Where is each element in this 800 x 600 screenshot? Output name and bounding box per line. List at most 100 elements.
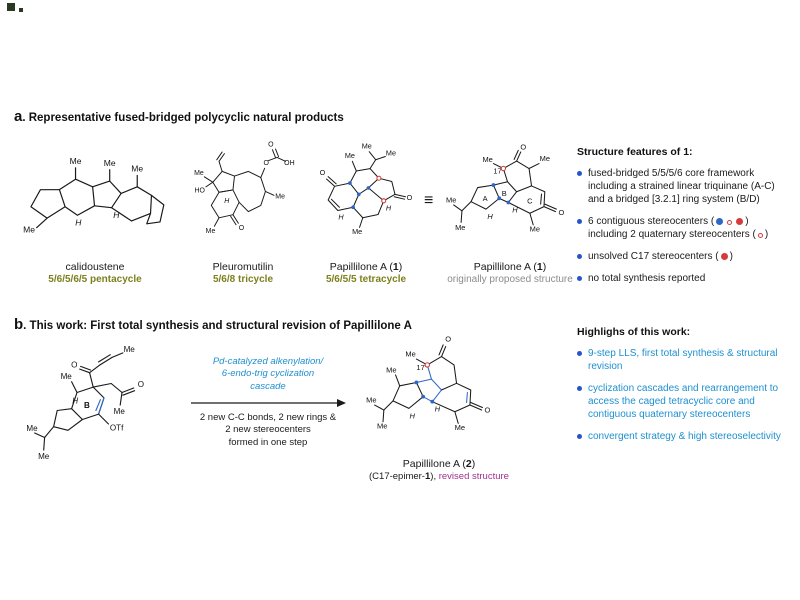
stereocenter-marker-rring [757,233,763,238]
svg-text:Me: Me [206,228,216,235]
svg-text:Me: Me [352,227,362,236]
stereocenter-markers [348,175,387,210]
svg-text:O: O [407,193,413,202]
svg-text:Me: Me [114,407,126,416]
svg-text:C: C [527,196,533,205]
svg-text:B: B [502,189,507,198]
svg-text:Me: Me [405,350,415,359]
svg-text:A: A [483,194,488,203]
bullet-text: unsolved C17 stereocenters () [588,251,733,262]
product-name: Papillilone A (2) [402,458,476,470]
svg-text:H: H [113,210,120,220]
bullet-dot-icon [577,434,582,439]
svg-text:H: H [72,396,78,405]
bullet-item: unsolved C17 stereocenters () [577,250,790,263]
stereocenter-marker-bdot [716,218,724,225]
bond-lines [326,151,406,228]
svg-text:Me: Me [61,372,73,381]
svg-text:OH: OH [284,160,294,167]
svg-text:O: O [520,142,526,151]
stereocenter-marker-rdot [720,253,728,260]
highlights-list: 9-step LLS, first total synthesis & stru… [577,347,793,443]
bullet-text: no total synthesis reported [588,273,706,284]
svg-text:H: H [487,212,493,221]
reaction-block: Pd-catalyzed alkenylation/6-endo-trig cy… [188,356,348,449]
svg-text:O: O [445,335,451,344]
svg-text:Me: Me [104,158,116,168]
svg-text:Me: Me [124,345,136,354]
svg-text:H: H [512,205,518,214]
bullet-text: fused-bridged 5/5/5/6 core framework inc… [588,168,775,205]
bond-lines [203,148,287,227]
svg-text:HO: HO [194,187,205,194]
bullet-dot-icon [577,276,582,281]
structure-name: Papillilone A (1) [329,261,403,273]
panel-a-title: a. Representative fused-bridged polycycl… [14,108,344,125]
features-box: Structure features of 1: fused-bridged 5… [577,146,790,294]
features-title: Structure features of 1: [577,146,693,158]
highlights-box: Highlighs of this work: 9-step LLS, firs… [577,326,793,452]
svg-text:Me: Me [366,396,376,405]
highlights-title: Highlighs of this work: [577,326,691,338]
bond-lines [30,167,165,229]
svg-text:H: H [410,411,416,420]
svg-text:Me: Me [386,149,396,158]
bullet-item: no total synthesis reported [577,272,790,285]
svg-text:H: H [224,198,230,205]
bullet-dot-icon [577,386,582,391]
structure-classification: originally proposed structure [447,274,573,285]
bullet-item: convergent strategy & high stereoselecti… [577,430,793,443]
bullet-dot-icon [577,351,582,356]
bullet-dot-icon [577,171,582,176]
equivalence-symbol: ≡ [424,192,434,209]
reaction-conditions: Pd-catalyzed alkenylation/6-endo-trig cy… [212,356,324,392]
svg-text:Me: Me [70,156,82,166]
bullet-dot-icon [577,219,582,224]
svg-text:Me: Me [26,424,38,433]
features-list: fused-bridged 5/5/5/6 core framework inc… [577,167,790,285]
svg-text:Me: Me [530,224,540,233]
bullet-text: cyclization cascades and rearrangement t… [588,383,779,420]
corner-mark [7,3,15,11]
svg-text:H: H [435,405,441,414]
svg-text:Me: Me [275,193,285,200]
svg-text:17: 17 [416,363,424,372]
reaction-details: 2 new C-C bonds, 2 new rings &2 new ster… [199,412,337,448]
svg-text:H: H [386,203,392,212]
svg-text:O: O [138,380,144,389]
bullet-item: cyclization cascades and rearrangement t… [577,382,793,421]
svg-text:Me: Me [194,170,204,177]
bond-lines [34,352,136,451]
svg-text:Me: Me [131,164,143,174]
bullet-item: fused-bridged 5/5/5/6 core framework inc… [577,167,790,206]
stereocenter-markers [414,362,435,404]
svg-text:O: O [263,160,269,167]
structure-classification: 5/6/5/5 tetracycle [325,274,407,285]
panel-b-title: b. This work: First total synthesis and … [14,316,412,333]
svg-text:O: O [71,360,77,369]
svg-text:H: H [75,218,82,228]
svg-text:O: O [485,406,491,415]
svg-text:O: O [268,142,274,149]
svg-text:Me: Me [23,224,35,234]
bullet-dot-icon [577,254,582,259]
bullet-text: 6 contiguous stereocenters () including … [588,216,769,240]
structure-classification: 5/6/8 tricycle [212,274,274,285]
